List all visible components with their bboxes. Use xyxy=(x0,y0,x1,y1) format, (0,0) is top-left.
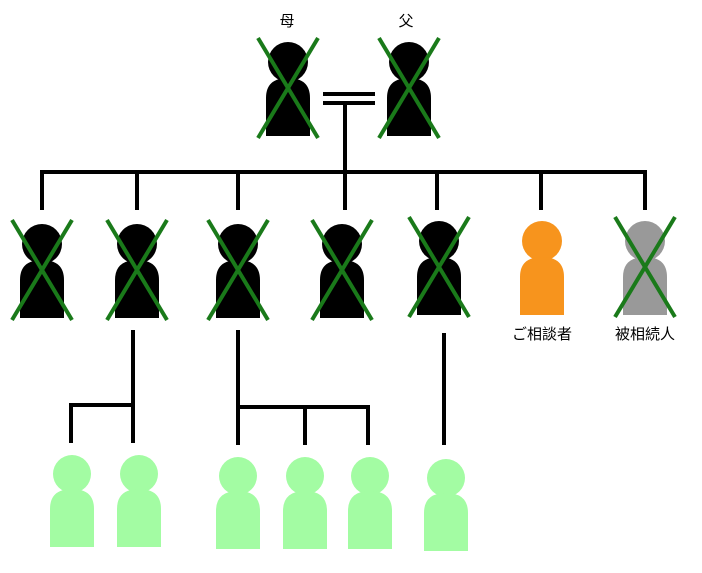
sibling-4-body xyxy=(320,260,364,318)
consultant-head xyxy=(522,221,562,261)
child-3a-body xyxy=(216,491,260,549)
sibling-3-cross-mark xyxy=(206,218,270,322)
sibling-1-cross-mark xyxy=(10,218,74,322)
child-3a-head xyxy=(219,457,257,495)
child-2a-head xyxy=(53,455,91,493)
sibling-3-body xyxy=(216,260,260,318)
child-3b-head xyxy=(286,457,324,495)
sibling-1-body xyxy=(20,260,64,318)
mother-label: 母 xyxy=(279,12,295,30)
decedent-body xyxy=(623,257,667,315)
child-5a-body xyxy=(424,493,468,551)
mother-body xyxy=(266,78,310,136)
sibling-5-cross-mark xyxy=(407,215,471,319)
child-5a-head xyxy=(427,459,465,497)
father-cross-mark xyxy=(377,36,441,140)
child-3c-head xyxy=(351,457,389,495)
decedent-label: 被相続人 xyxy=(614,325,675,343)
child-2b-head xyxy=(120,455,158,493)
mother-cross-mark xyxy=(256,36,320,140)
sibling-4-cross-mark xyxy=(310,218,374,322)
child-2b-body xyxy=(117,489,161,547)
father-body xyxy=(387,78,431,136)
sibling-2-cross-mark xyxy=(105,218,169,322)
sibling-5-body xyxy=(417,257,461,315)
child-2a-body xyxy=(50,489,94,547)
child-3b-body xyxy=(283,491,327,549)
sibling-2-body xyxy=(115,260,159,318)
child-3c-body xyxy=(348,491,392,549)
father-label: 父 xyxy=(398,12,414,30)
consultant-body xyxy=(520,257,564,315)
decedent-cross-mark xyxy=(613,215,677,319)
consultant-label: ご相談者 xyxy=(511,325,572,343)
